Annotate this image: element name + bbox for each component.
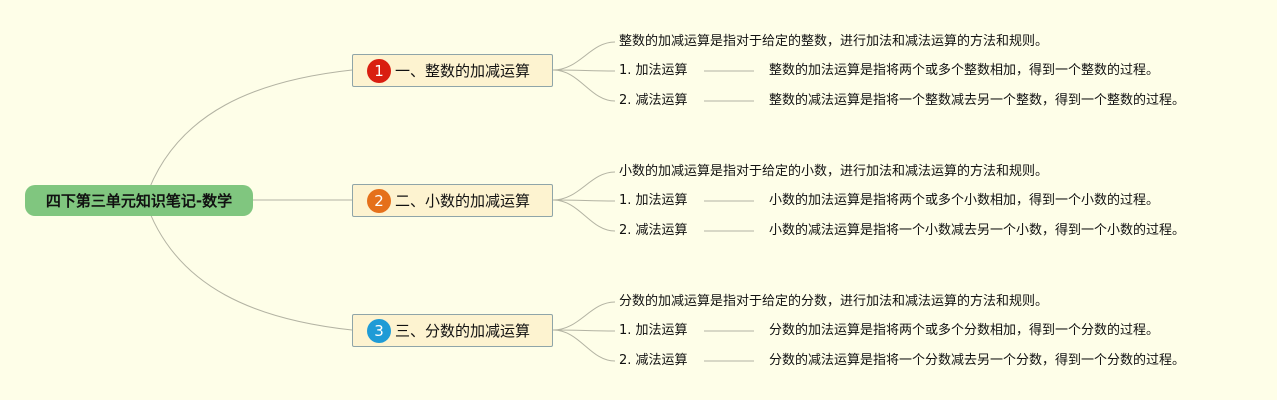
subtraction-node[interactable]: 2. 减法运算 xyxy=(619,93,688,108)
summary-node[interactable]: 整数的加减运算是指对于给定的整数，进行加法和减法运算的方法和规则。 xyxy=(619,34,1049,49)
addition-detail-node[interactable]: 分数的加法运算是指将两个或多个分数相加，得到一个分数的过程。 xyxy=(769,323,1160,338)
root-topic[interactable]: 四下第三单元知识笔记-数学 xyxy=(25,185,253,216)
branch-label: 一、整数的加减运算 xyxy=(395,62,531,80)
summary-node[interactable]: 小数的加减运算是指对于给定的小数，进行加法和减法运算的方法和规则。 xyxy=(619,164,1049,179)
summary-node[interactable]: 分数的加减运算是指对于给定的分数，进行加法和减法运算的方法和规则。 xyxy=(619,294,1049,309)
addition-detail-node[interactable]: 整数的加法运算是指将两个或多个整数相加，得到一个整数的过程。 xyxy=(769,63,1160,78)
number-2-icon: 2 xyxy=(367,188,391,213)
branch-label: 三、分数的加减运算 xyxy=(395,322,531,340)
subtraction-node[interactable]: 2. 减法运算 xyxy=(619,353,688,368)
addition-node[interactable]: 1. 加法运算 xyxy=(619,63,688,78)
branch-topic-integers[interactable]: 1 一、整数的加减运算 xyxy=(352,54,553,87)
root-topic-label: 四下第三单元知识笔记-数学 xyxy=(45,192,233,210)
number-1-icon: 1 xyxy=(367,58,391,83)
branch-topic-decimals[interactable]: 2 二、小数的加减运算 xyxy=(352,184,553,217)
branch-topic-fractions[interactable]: 3 三、分数的加减运算 xyxy=(352,314,553,347)
addition-node[interactable]: 1. 加法运算 xyxy=(619,193,688,208)
branch-label: 二、小数的加减运算 xyxy=(395,192,531,210)
subtraction-detail-node[interactable]: 整数的减法运算是指将一个整数减去另一个整数，得到一个整数的过程。 xyxy=(769,93,1186,108)
addition-detail-node[interactable]: 小数的加法运算是指将两个或多个小数相加，得到一个小数的过程。 xyxy=(769,193,1160,208)
addition-node[interactable]: 1. 加法运算 xyxy=(619,323,688,338)
subtraction-detail-node[interactable]: 小数的减法运算是指将一个小数减去另一个小数，得到一个小数的过程。 xyxy=(769,223,1186,238)
subtraction-detail-node[interactable]: 分数的减法运算是指将一个分数减去另一个分数，得到一个分数的过程。 xyxy=(769,353,1186,368)
subtraction-node[interactable]: 2. 减法运算 xyxy=(619,223,688,238)
number-3-icon: 3 xyxy=(367,318,391,343)
